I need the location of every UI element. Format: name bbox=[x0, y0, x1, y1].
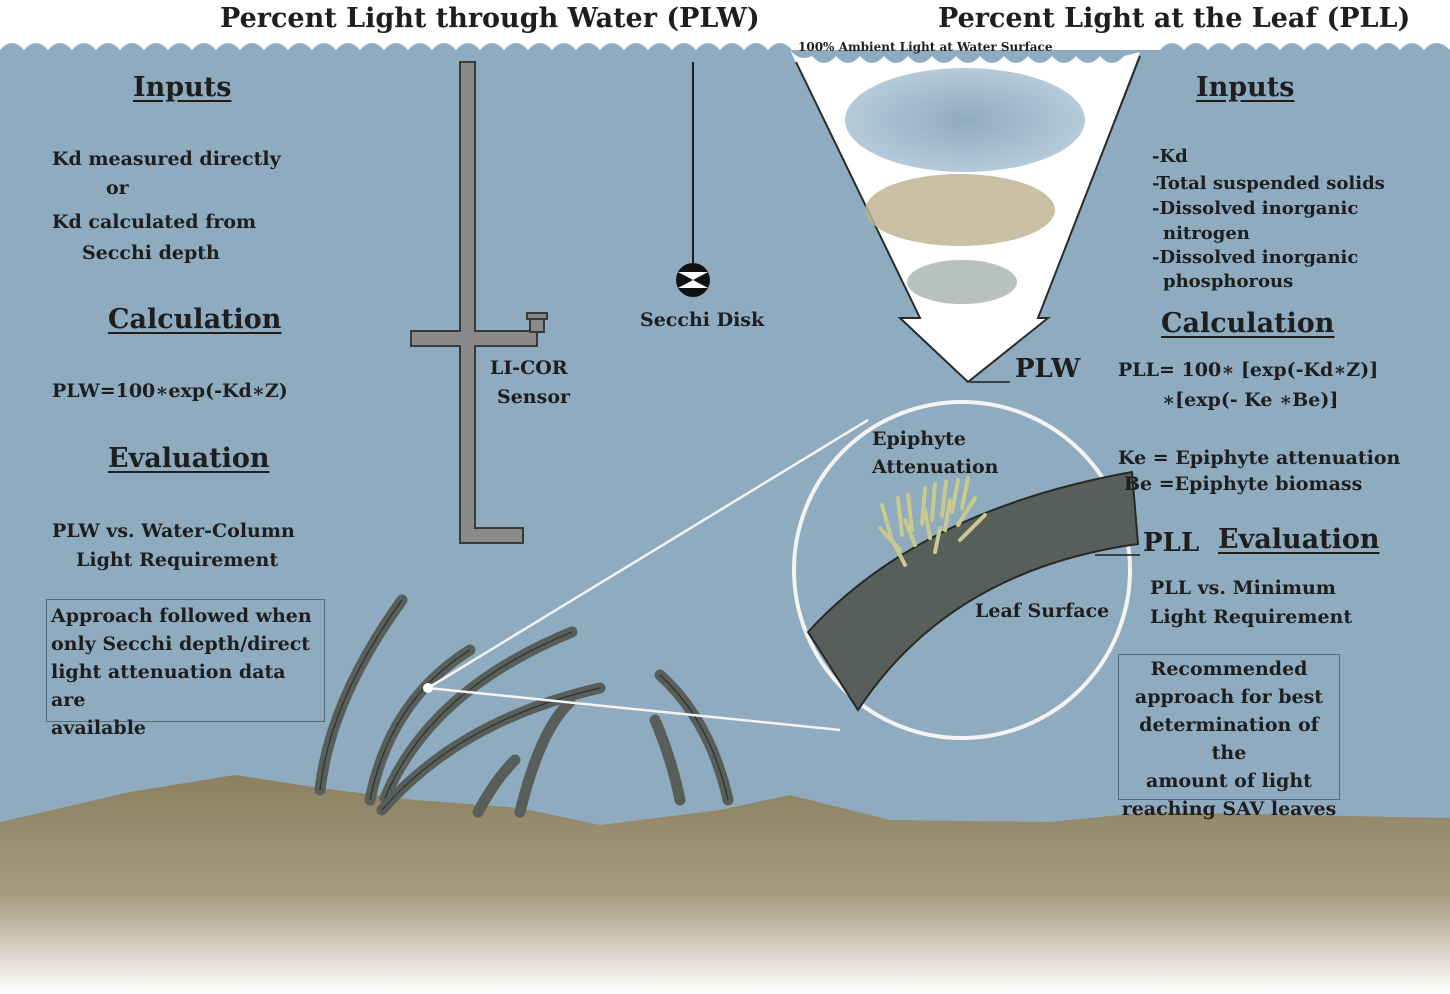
right-input-2: -Total suspended solids bbox=[1152, 173, 1385, 194]
right-definition-1: Ke = Epiphyte attenuation bbox=[1118, 447, 1401, 469]
left-note-line-1: Approach followed when bbox=[51, 605, 312, 627]
sediment bbox=[0, 775, 1450, 994]
right-input-6: phosphorous bbox=[1163, 271, 1294, 292]
left-inputs-heading: Inputs bbox=[133, 72, 232, 103]
left-input-3: Secchi depth bbox=[82, 242, 220, 264]
licor-sensor-cap bbox=[526, 312, 548, 320]
pll-label: PLL bbox=[1143, 528, 1200, 558]
epiphyte-label-1: Epiphyte bbox=[872, 428, 966, 450]
light-cone-outline bbox=[795, 55, 1141, 384]
right-definition-2: Be =Epiphyte biomass bbox=[1124, 473, 1363, 495]
left-calculation-heading: Calculation bbox=[108, 304, 282, 335]
title-plw: Percent Light through Water (PLW) bbox=[220, 3, 760, 34]
epiphyte-growth bbox=[878, 476, 987, 567]
zoom-point bbox=[423, 683, 433, 693]
seagrass-blade-edges bbox=[319, 599, 729, 811]
right-approach-note: Recommended approach for best determinat… bbox=[1118, 654, 1340, 820]
right-input-3: -Dissolved inorganic bbox=[1152, 198, 1359, 219]
left-input-or: or bbox=[106, 177, 129, 199]
title-pll: Percent Light at the Leaf (PLL) bbox=[938, 3, 1411, 34]
right-input-5: -Dissolved inorganic bbox=[1152, 247, 1359, 268]
right-note-line-1: Recommended bbox=[1150, 658, 1308, 680]
secchi-disk bbox=[676, 263, 710, 297]
right-evaluation-2: Light Requirement bbox=[1150, 606, 1353, 628]
left-calculation-formula: PLW=100∗exp(-Kd∗Z) bbox=[52, 380, 288, 402]
cone-particles bbox=[845, 68, 1085, 304]
licor-sensor-head bbox=[529, 317, 545, 333]
right-evaluation-heading: Evaluation bbox=[1218, 524, 1380, 555]
right-calculation-2: ∗[exp(- Ke ∗Be)] bbox=[1162, 389, 1339, 411]
secchi-label: Secchi Disk bbox=[640, 309, 765, 331]
right-note-line-2: approach for best bbox=[1134, 686, 1324, 708]
leaf-surface-label: Leaf Surface bbox=[975, 600, 1110, 622]
right-calculation-1: PLL= 100∗ [exp(-Kd∗Z)] bbox=[1118, 359, 1379, 381]
left-evaluation-2: Light Requirement bbox=[76, 549, 279, 571]
right-note-line-4: amount of light bbox=[1146, 770, 1312, 792]
left-input-2: Kd calculated from bbox=[52, 211, 257, 233]
licor-label-2: Sensor bbox=[497, 386, 571, 408]
licor-label-1: LI-COR bbox=[490, 357, 568, 379]
right-calculation-heading: Calculation bbox=[1161, 308, 1335, 339]
right-evaluation-1: PLL vs. Minimum bbox=[1150, 577, 1336, 599]
left-note-line-4: available bbox=[51, 717, 146, 739]
right-input-4: nitrogen bbox=[1163, 223, 1250, 244]
right-inputs-heading: Inputs bbox=[1196, 72, 1295, 103]
left-note-line-2: only Secchi depth/direct bbox=[51, 633, 311, 655]
right-input-1: -Kd bbox=[1152, 146, 1188, 167]
left-approach-note: Approach followed when only Secchi depth… bbox=[46, 599, 325, 739]
left-evaluation-1: PLW vs. Water-Column bbox=[52, 520, 295, 542]
right-note-line-3: determination of the bbox=[1139, 714, 1319, 764]
surface-light-label: 100% Ambient Light at Water Surface bbox=[798, 40, 1053, 54]
epiphyte-label-2: Attenuation bbox=[872, 456, 999, 478]
left-evaluation-heading: Evaluation bbox=[108, 443, 270, 474]
plw-label: PLW bbox=[1015, 354, 1081, 384]
right-note-line-5: reaching SAV leaves bbox=[1121, 798, 1337, 820]
zoom-lines bbox=[427, 418, 869, 732]
left-note-line-3: light attenuation data are bbox=[51, 661, 286, 711]
left-input-1: Kd measured directly bbox=[52, 148, 281, 170]
licor-pole bbox=[410, 61, 538, 544]
magnifier bbox=[792, 400, 1140, 740]
water-body bbox=[0, 43, 1450, 994]
